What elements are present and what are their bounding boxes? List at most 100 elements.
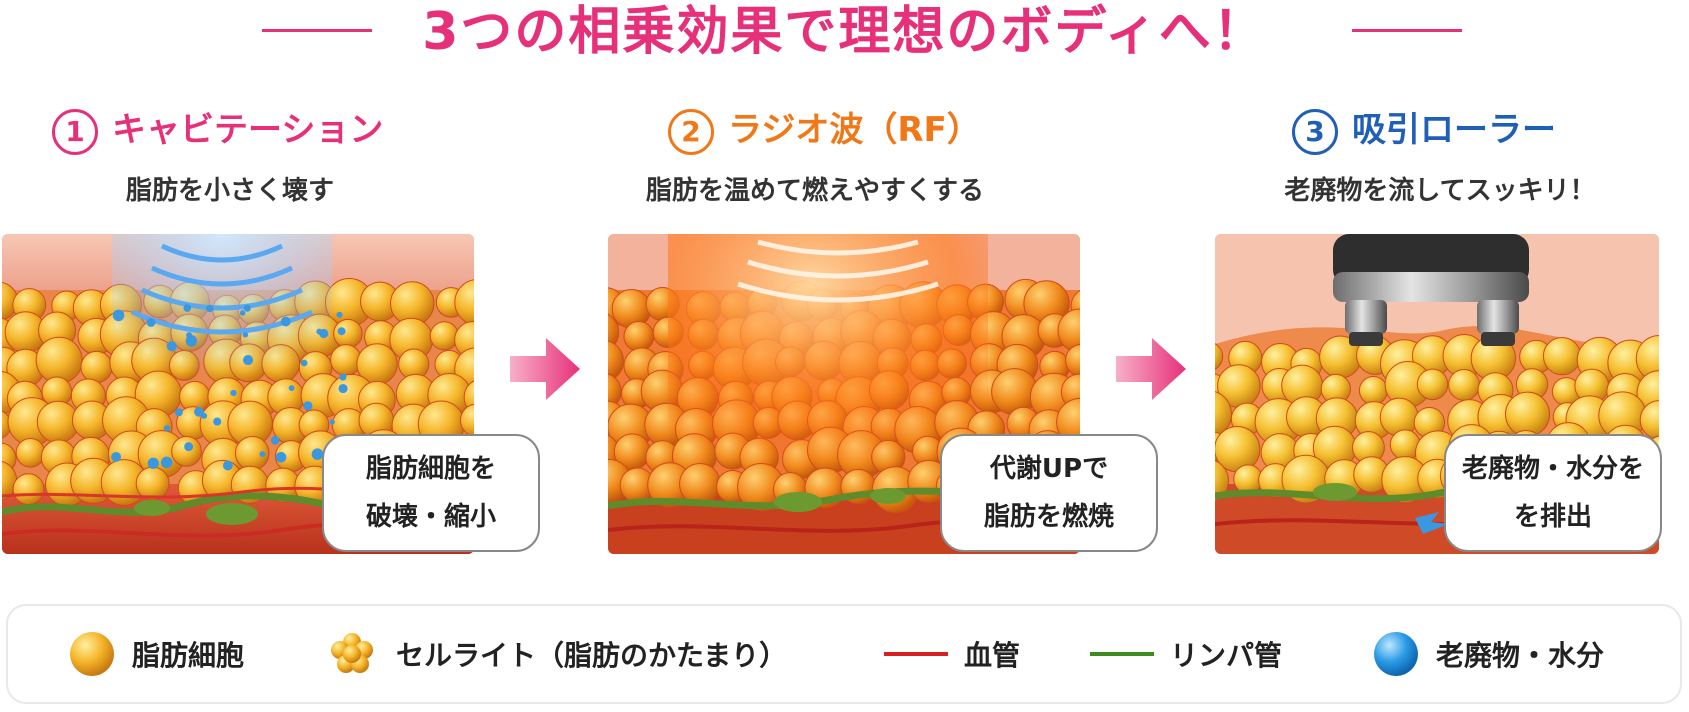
waste-drop <box>206 304 214 313</box>
fat-cell <box>608 313 620 351</box>
waste-drop <box>336 311 343 318</box>
waste-drop <box>213 417 222 426</box>
waste-drop <box>166 341 177 352</box>
waste-drop <box>338 383 348 394</box>
waste-drop <box>163 425 171 432</box>
waste-drop <box>184 442 194 452</box>
waste-drop <box>242 354 254 366</box>
waste-drop <box>174 408 183 417</box>
waste-drop <box>311 448 324 460</box>
waste-drop <box>300 359 308 367</box>
waste-drop <box>111 451 121 462</box>
fat-cell <box>608 340 624 382</box>
roller-device <box>1333 234 1529 346</box>
fat-cell <box>1639 400 1659 440</box>
legend: 脂肪細胞 セルライト（脂肪のかたまり） 血管 リンパ管 老廃物・水分 <box>6 604 1682 704</box>
waste-drop <box>239 310 246 316</box>
waste-drop <box>160 456 173 469</box>
waste-drop <box>146 318 156 327</box>
step-2-subtitle: 脂肪を温めて燃えやすくする <box>645 176 984 206</box>
rf-callout-line1: 代謝UPで <box>989 454 1109 484</box>
legend-cellulite-label: セルライト（脂肪のかたまり） <box>396 639 788 672</box>
fat-cell <box>1635 335 1659 383</box>
title-line-right <box>1352 29 1462 32</box>
legend-blood-vessel-label: 血管 <box>964 639 1021 672</box>
fat-cell <box>12 473 45 506</box>
waste-drop <box>222 460 233 471</box>
waste-drop <box>183 304 192 312</box>
waste-drop <box>230 389 237 397</box>
step-1-number: 1 <box>52 108 98 155</box>
step-3-name: 吸引ローラー <box>1352 110 1556 150</box>
waste-drops-1 <box>111 304 348 471</box>
arrow-step2-to-step3 <box>1116 338 1186 400</box>
fat-cell-icon <box>70 632 114 676</box>
rf-heat-waves <box>737 239 939 303</box>
waste-drop <box>194 407 204 417</box>
waste-drop <box>319 328 329 339</box>
lymph-vessel-icon <box>1090 652 1154 656</box>
waste-drop <box>337 327 346 336</box>
cellulite-icon <box>331 633 373 673</box>
step-2-number: 2 <box>668 108 714 155</box>
fat-cell <box>1379 397 1419 437</box>
legend-fat-cell: 脂肪細胞 <box>68 606 244 702</box>
legend-waste-water: 老廃物・水分 <box>1372 606 1604 702</box>
waste-water-icon <box>1374 632 1418 676</box>
page-title: 3つの相乗効果で理想のボディへ！ <box>422 2 1267 62</box>
step-1-name: キャビテーション <box>112 110 384 150</box>
fat-cell <box>35 336 83 384</box>
legend-fat-cell-label: 脂肪細胞 <box>132 639 245 672</box>
arrow-step1-to-step2 <box>510 338 580 400</box>
waste-drop <box>186 332 193 339</box>
legend-blood-vessel: 血管 <box>884 606 1020 702</box>
fat-cell <box>1215 460 1230 502</box>
legend-cellulite: セルライト（脂肪のかたまり） <box>324 606 787 702</box>
fat-cell <box>1215 391 1232 438</box>
waste-drop <box>270 436 280 445</box>
waste-drop <box>303 401 313 411</box>
waste-drop <box>147 457 159 469</box>
title-row: 3つの相乗効果で理想のボディへ！ <box>0 0 1689 70</box>
waste-drop <box>288 385 295 392</box>
fat-cell <box>1448 369 1480 401</box>
waste-drop <box>259 451 266 457</box>
fat-cell <box>15 438 46 468</box>
fat-cell <box>1215 343 1224 370</box>
legend-waste-water-label: 老廃物・水分 <box>1436 639 1605 672</box>
waste-drop <box>275 451 287 463</box>
legend-lymph-vessel: リンパ管 <box>1090 606 1282 702</box>
fat-cell <box>1233 464 1263 494</box>
suction-roller-callout-line2: を排出 <box>1513 502 1592 532</box>
step-3-heading: 3 吸引ローラー <box>1292 108 1556 155</box>
fat-cell <box>459 403 474 437</box>
step-1-heading: 1 キャビテーション <box>52 108 383 155</box>
fat-cell <box>454 279 474 326</box>
step-2-name: ラジオ波（RF） <box>728 110 981 150</box>
fat-cell <box>623 320 655 352</box>
waste-drop <box>280 316 291 327</box>
waste-drop <box>185 335 198 347</box>
rf-callout-line2: 脂肪を燃焼 <box>983 502 1114 532</box>
fat-cell <box>1358 376 1388 406</box>
fat-cell <box>171 435 202 467</box>
fat-cell <box>80 350 113 384</box>
waste-drop <box>329 419 335 425</box>
waste-drop <box>112 309 125 322</box>
cavitation-callout-line1: 脂肪細胞を <box>365 454 496 484</box>
suction-roller-callout: 老廃物・水分をを排出 <box>1444 434 1662 552</box>
waste-drop <box>243 304 251 312</box>
waste-drop <box>242 332 249 338</box>
rf-callout: 代謝UPで脂肪を燃焼 <box>940 434 1158 552</box>
step-3-number: 3 <box>1292 108 1338 155</box>
title-line-left <box>262 29 372 32</box>
fat-cell <box>1065 343 1080 377</box>
legend-lymph-vessel-label: リンパ管 <box>1170 639 1283 672</box>
step-1-subtitle: 脂肪を小さく壊す <box>125 176 334 206</box>
blood-vessel-icon <box>884 652 948 656</box>
cavitation-callout: 脂肪細胞を破壊・縮小 <box>322 434 540 552</box>
suction-roller-callout-line1: 老廃物・水分を <box>1461 454 1644 484</box>
fat-cell <box>1504 391 1551 437</box>
fat-cell <box>1416 368 1449 401</box>
cavitation-callout-line2: 破壊・縮小 <box>365 502 496 532</box>
